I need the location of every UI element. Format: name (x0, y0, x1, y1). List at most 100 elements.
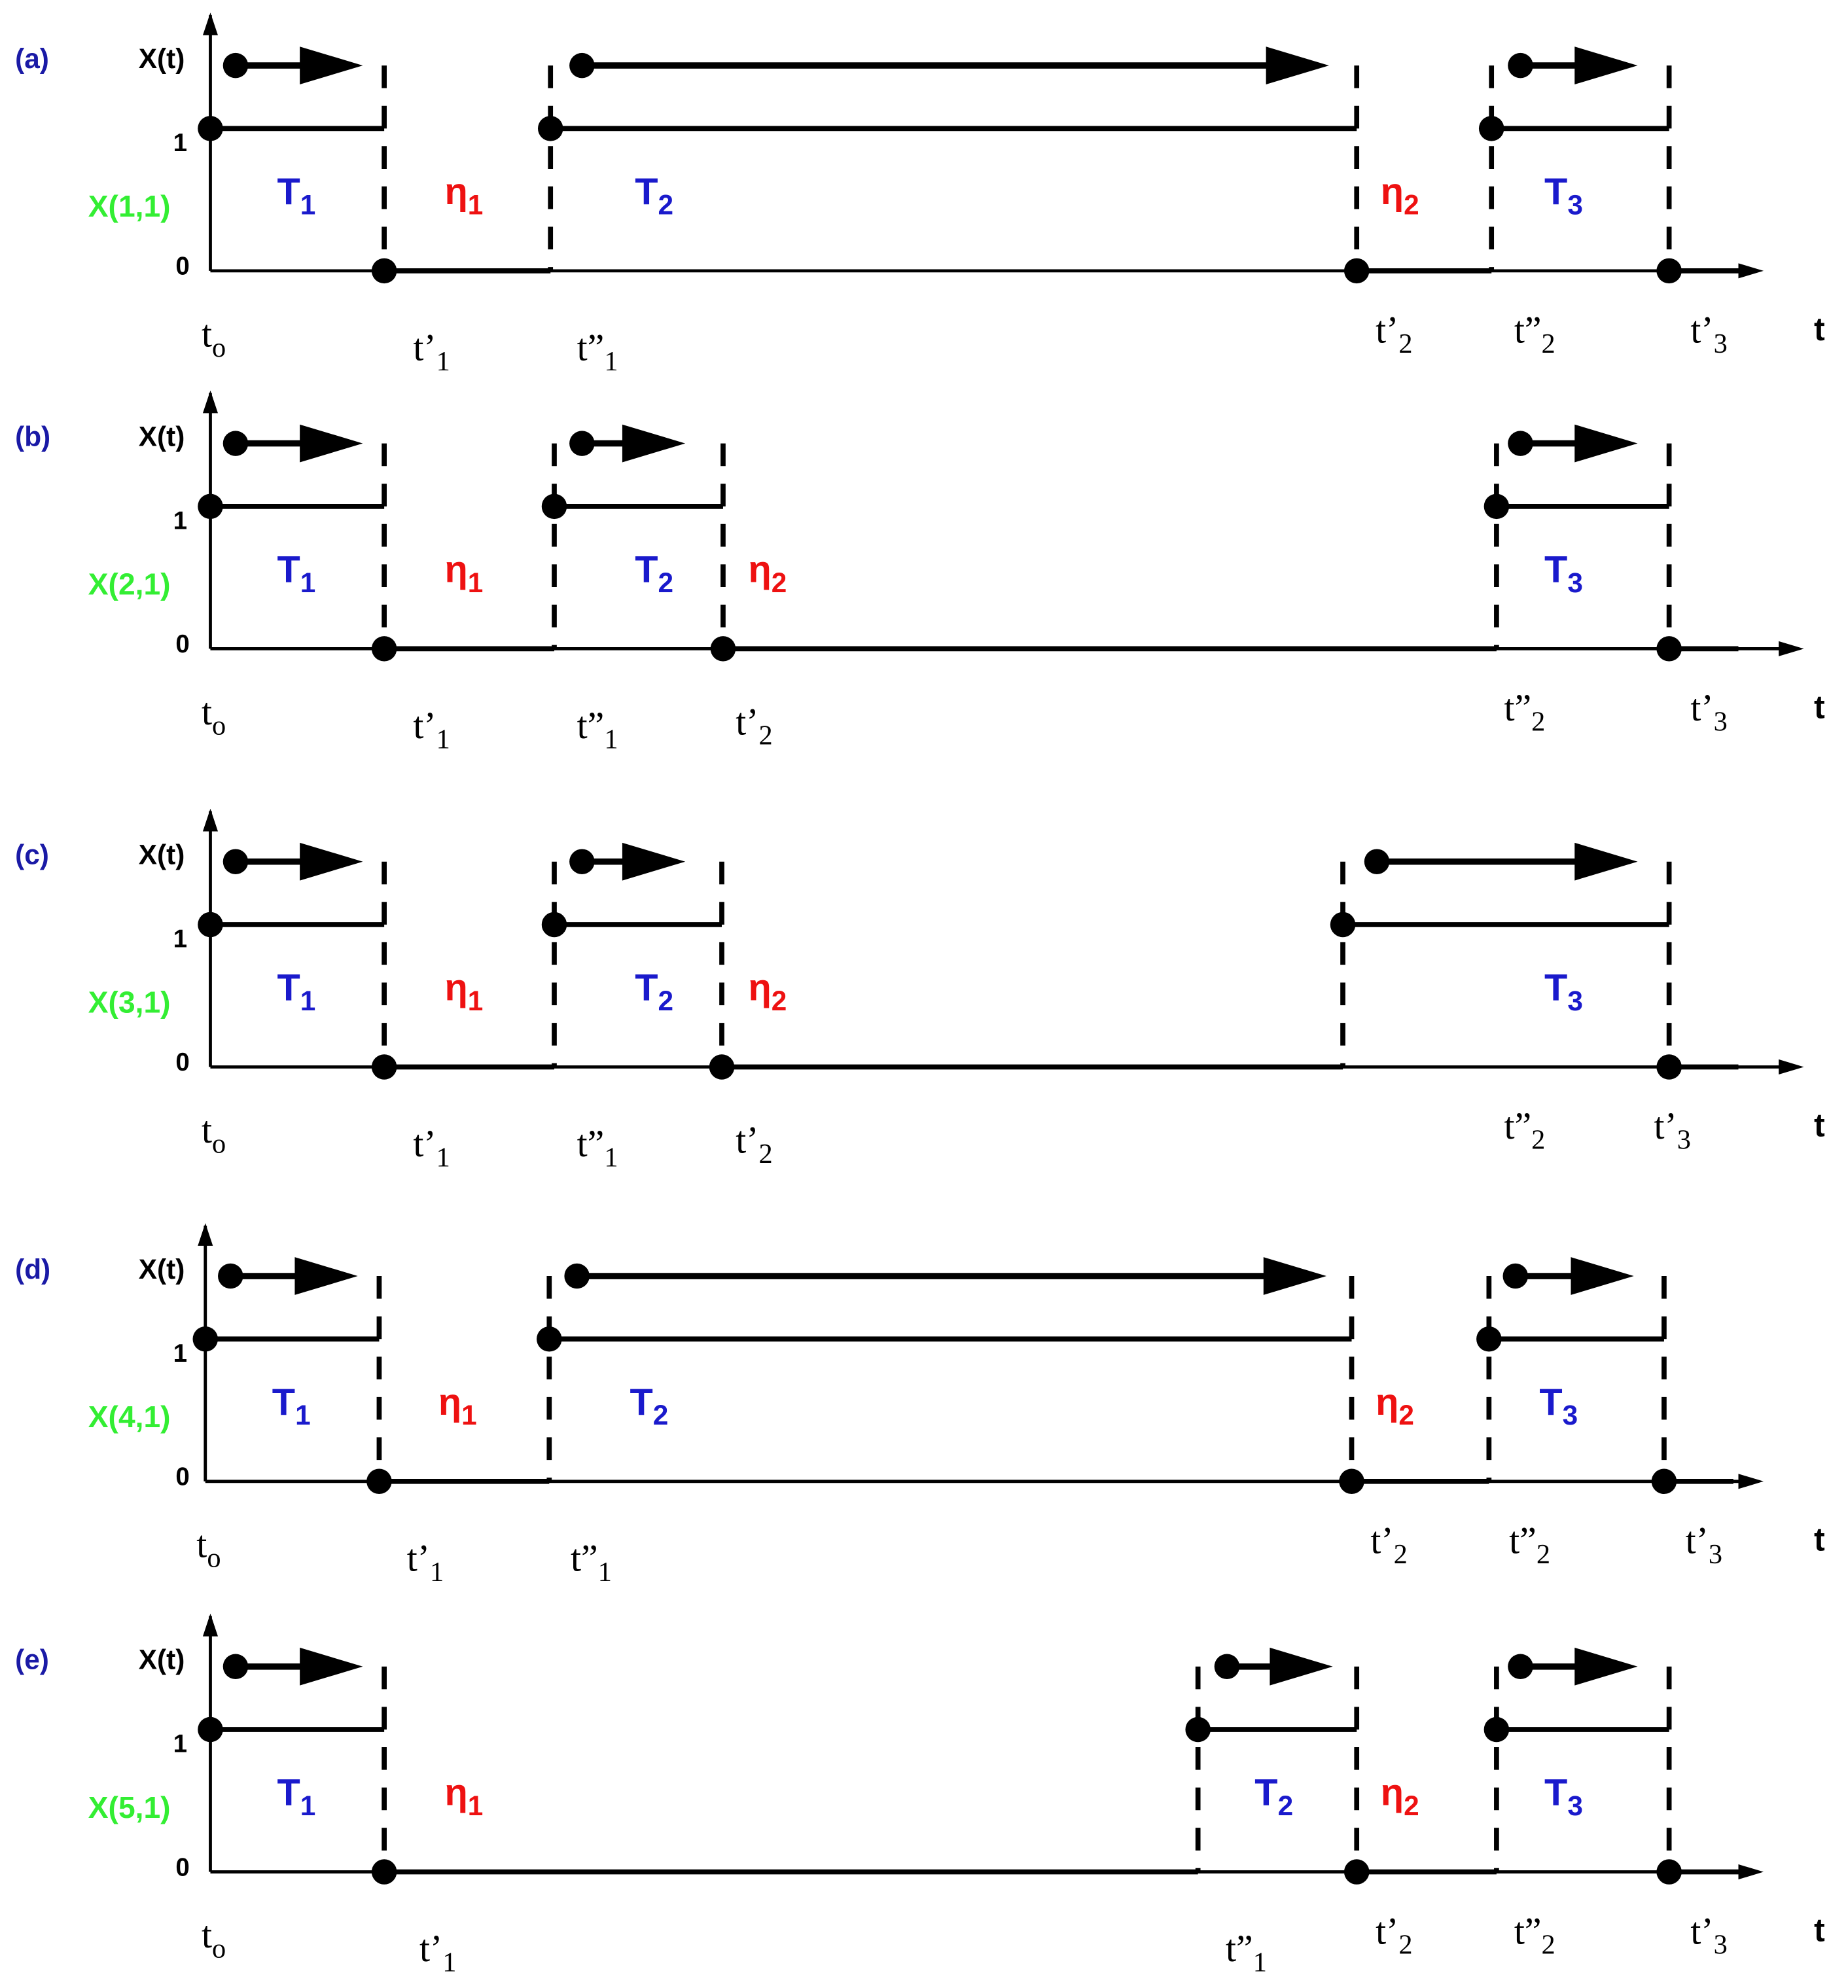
time-label-tp1: t’1 (413, 705, 450, 754)
y-axis-label: X(t) (139, 1644, 185, 1675)
panel-label: (b) (15, 421, 50, 452)
y-axis-arrowhead (202, 1613, 219, 1637)
time-label-tp1: t’1 (419, 1928, 456, 1978)
y-axis-arrowhead (198, 1223, 213, 1246)
time-label-t0: to (202, 1915, 226, 1964)
repair-end-dot-1 (541, 912, 567, 938)
repair-interval-label-1: η1 (445, 548, 484, 597)
arrow-head (1574, 46, 1638, 84)
repair-end-dot-1 (1185, 1716, 1211, 1743)
operating-interval-label-4: T3 (1544, 548, 1583, 597)
time-label-tp2: t’2 (1376, 310, 1412, 359)
repair-interval-label-3: η2 (748, 967, 787, 1016)
time-label-tp3: t’3 (1654, 1106, 1691, 1155)
start-dot (192, 1326, 219, 1352)
repair-interval-label-3: η2 (1381, 171, 1419, 220)
y-axis-arrowhead (202, 12, 219, 35)
time-axis-arrowhead (1738, 1864, 1764, 1880)
time-label-t0: to (202, 313, 226, 363)
time-label-tp3: t’3 (1690, 1911, 1727, 1960)
repair-interval-label-1: η1 (445, 171, 484, 220)
y-axis-arrowhead (202, 808, 219, 832)
arrow-head (1266, 46, 1329, 84)
time-label-tp3: t’3 (1686, 1521, 1722, 1570)
operating-interval-label-0: T1 (272, 1381, 311, 1430)
operating-arrow-1 (222, 46, 363, 84)
y-axis-label: X(t) (139, 1254, 185, 1285)
operating-interval-label-0: T1 (277, 171, 316, 220)
y-axis-arrowhead (202, 390, 219, 414)
failure-dot-2 (710, 636, 736, 662)
level-zero-label: 0 (175, 1853, 189, 1881)
failure-dot-3 (1656, 1054, 1682, 1080)
arrow-start-dot (222, 849, 249, 874)
arrow-head (1574, 1647, 1638, 1686)
time-axis-label: t (1814, 1911, 1825, 1948)
failure-dot-1 (371, 1859, 397, 1885)
operating-interval-label-4: T3 (1544, 1772, 1583, 1821)
failure-dot-1 (366, 1468, 392, 1495)
time-axis-label: t (1814, 688, 1825, 725)
panel-label: (a) (15, 43, 49, 74)
series-label: X(2,1) (88, 567, 171, 601)
operating-arrow-2 (1214, 1647, 1333, 1686)
repair-end-dot-2 (1478, 116, 1504, 141)
time-axis-arrowhead (1738, 1474, 1764, 1489)
repair-end-dot-2 (1476, 1326, 1502, 1352)
arrow-head (1574, 842, 1638, 881)
level-zero-label: 0 (175, 253, 189, 281)
operating-arrow-3 (1502, 1257, 1634, 1295)
repair-end-dot-1 (537, 116, 563, 141)
operating-arrow-2 (569, 424, 686, 463)
arrow-start-dot (222, 52, 249, 79)
failure-dot-2 (1343, 258, 1370, 284)
repair-end-dot-1 (537, 1326, 562, 1352)
operating-interval-label-0: T1 (277, 1772, 316, 1821)
failure-dot-3 (1656, 636, 1682, 662)
failure-dot-2 (1343, 1859, 1370, 1885)
operating-arrow-1 (218, 1257, 358, 1295)
failure-dot-3 (1656, 258, 1682, 284)
panel-label: (e) (15, 1644, 49, 1675)
operating-interval-label-2: T2 (635, 548, 673, 597)
start-dot (198, 912, 223, 938)
arrow-head (294, 1257, 358, 1295)
y-axis-label: X(t) (139, 43, 185, 74)
level-zero-label: 0 (175, 630, 189, 658)
failure-dot-2 (709, 1054, 735, 1080)
panel-label: (d) (15, 1254, 50, 1285)
start-dot (198, 116, 223, 141)
arrow-head (300, 46, 363, 84)
time-label-tpp1: t”1 (577, 328, 618, 377)
arrow-start-dot (222, 1654, 249, 1680)
time-axis-label: t (1814, 1107, 1825, 1143)
arrow-head (622, 842, 686, 881)
operating-arrow-2 (569, 842, 686, 881)
time-label-tpp2: t”2 (1509, 1521, 1550, 1570)
time-label-tp2: t’2 (1376, 1911, 1412, 1960)
time-label-tpp1: t”1 (577, 705, 618, 754)
arrow-head (1263, 1257, 1327, 1295)
repair-interval-label-1: η1 (445, 1772, 484, 1821)
arrow-head (1574, 424, 1638, 463)
operating-arrow-2 (569, 46, 1329, 84)
arrow-head (300, 1647, 363, 1686)
operating-arrow-1 (222, 842, 363, 881)
operating-interval-label-4: T3 (1544, 171, 1583, 220)
time-axis-arrowhead (1779, 1059, 1804, 1075)
operating-arrow-3 (1508, 46, 1638, 84)
level-zero-label: 0 (175, 1463, 189, 1491)
series-label: X(5,1) (88, 1790, 171, 1824)
time-axis-arrowhead (1738, 263, 1764, 279)
operating-arrow-1 (222, 1647, 363, 1686)
repair-interval-label-3: η2 (748, 548, 787, 597)
operating-interval-label-0: T1 (277, 967, 316, 1016)
operating-interval-label-2: T2 (630, 1381, 669, 1430)
operating-interval-label-2: T2 (635, 967, 673, 1016)
level-one-label: 1 (173, 925, 187, 953)
series-label: X(4,1) (88, 1400, 171, 1434)
failure-dot-3 (1656, 1859, 1682, 1885)
